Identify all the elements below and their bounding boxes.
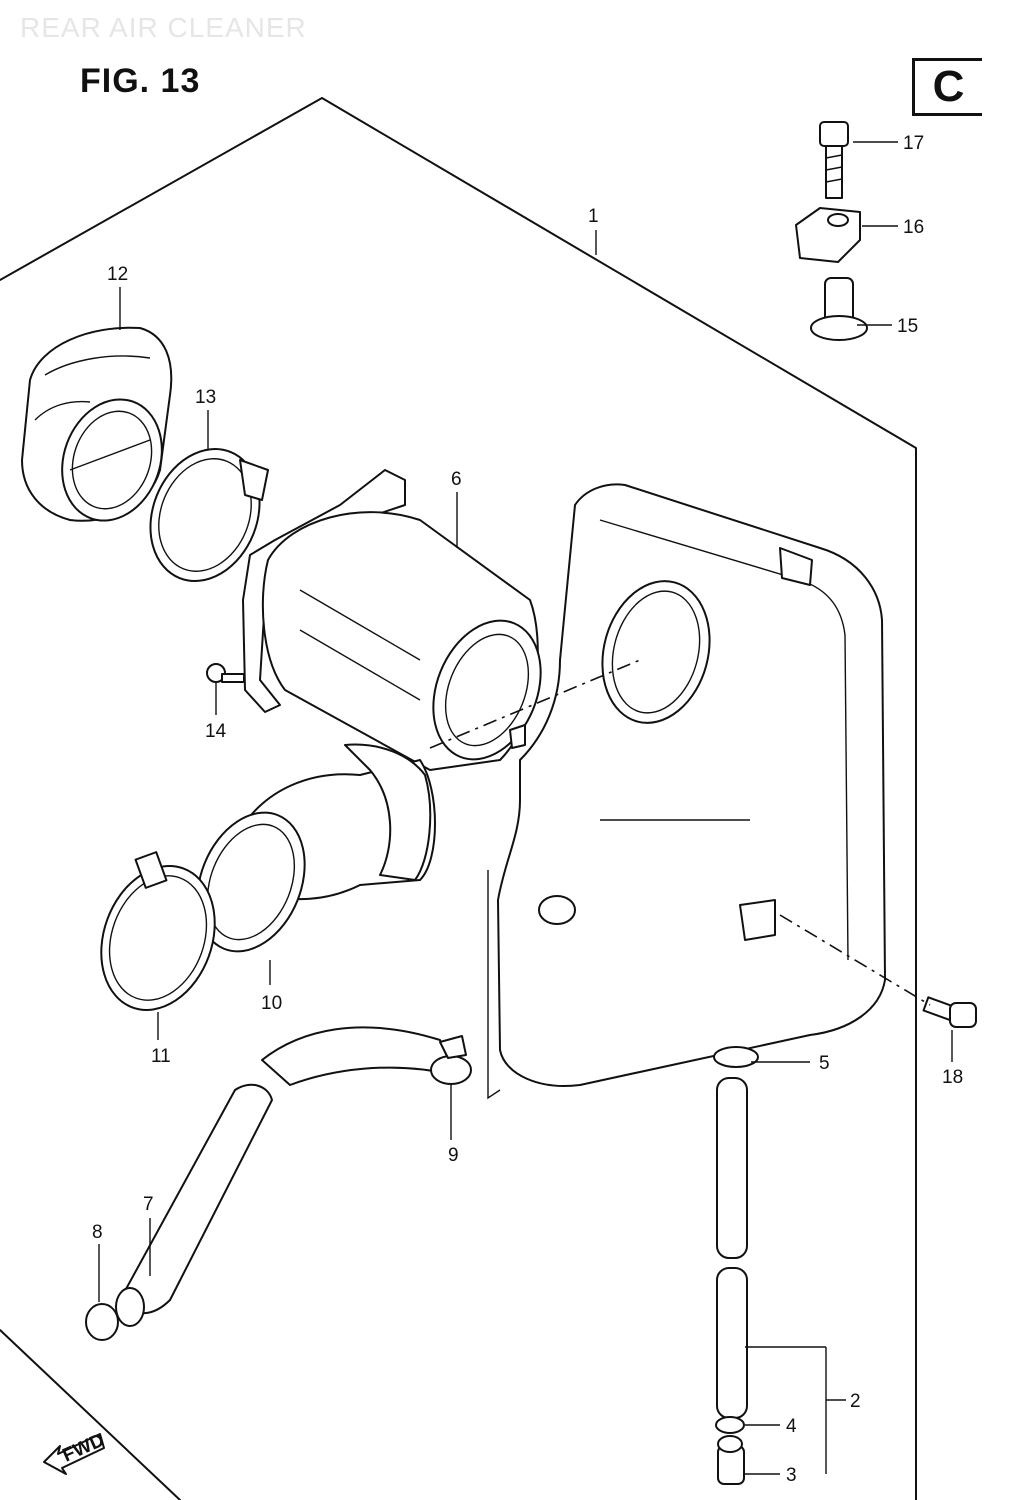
- screw-part-14: [206, 663, 245, 683]
- bolt-part-18: [922, 996, 977, 1028]
- bolt-part-17: [819, 121, 849, 199]
- fwd-arrow: FWD: [43, 1430, 108, 1475]
- oring-part-5: [713, 1046, 759, 1068]
- callout-16: 16: [903, 217, 924, 238]
- fwd-label: FWD: [59, 1430, 107, 1467]
- callout-11: 11: [151, 1046, 171, 1067]
- assembly-frame: [0, 97, 917, 1500]
- callout-7: 7: [143, 1194, 154, 1215]
- callout-1: 1: [588, 206, 599, 227]
- inlet-tube-part: [196, 743, 436, 953]
- watermark-title: REAR AIR CLEANER: [20, 12, 307, 43]
- plug-part-3: [717, 1435, 745, 1485]
- clamp-ring-part: [149, 448, 269, 582]
- callout-6: 6: [451, 469, 462, 490]
- collar-part-15: [810, 277, 868, 341]
- callout-2: 2: [850, 1391, 861, 1412]
- drain-tube-part: [716, 1077, 748, 1419]
- hose-clip-part-9: [430, 1035, 472, 1085]
- hose-cap-part-8: [85, 1303, 119, 1341]
- drain-hose-part: [115, 1026, 456, 1327]
- leader-lines: [98, 141, 953, 1475]
- air-cleaner-case-part: [497, 483, 886, 1087]
- callout-17: 17: [903, 133, 924, 154]
- callout-14: 14: [205, 721, 227, 742]
- section-letter: C: [932, 62, 965, 111]
- callout-5: 5: [819, 1053, 830, 1074]
- callout-10: 10: [261, 993, 282, 1014]
- assembly-dash-lines: [429, 659, 931, 1100]
- intake-duct-part: [21, 326, 173, 522]
- hose-clamp-part-11: [100, 851, 216, 1011]
- callouts: 1 2 3 4 5 6 7 8 9 10 11 12 13 14 15 16 1…: [92, 133, 963, 1486]
- callout-12: 12: [107, 264, 128, 285]
- figure-label: FIG. 13: [80, 62, 201, 100]
- callout-9: 9: [448, 1145, 459, 1166]
- callout-13: 13: [195, 387, 216, 408]
- callout-8: 8: [92, 1222, 103, 1243]
- bracket-part-16: [795, 207, 861, 263]
- callout-18: 18: [942, 1067, 963, 1088]
- clip-part-4: [715, 1416, 745, 1434]
- callout-4: 4: [786, 1416, 797, 1437]
- callout-3: 3: [786, 1465, 797, 1486]
- section-letter-box: C: [912, 58, 982, 116]
- filter-element-part: [242, 469, 542, 771]
- callout-15: 15: [897, 316, 918, 337]
